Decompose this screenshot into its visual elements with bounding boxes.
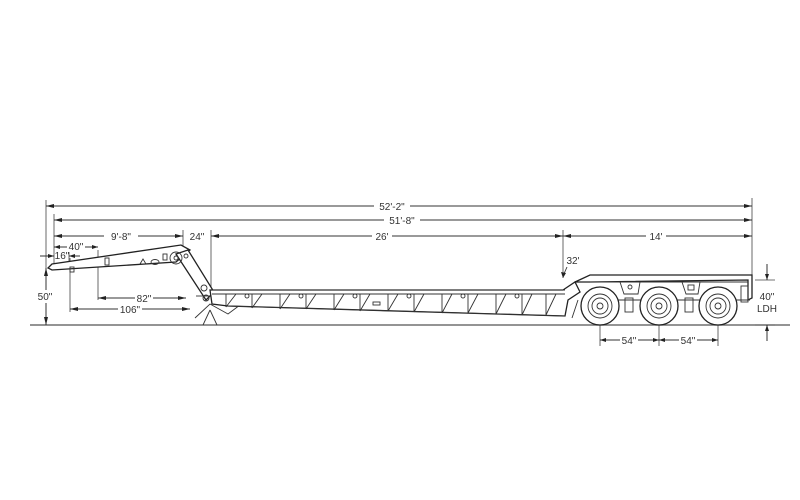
dim-kingpin-16: 16"	[40, 251, 80, 262]
cross-members	[225, 293, 557, 316]
label-swing-82: 82"	[137, 294, 152, 305]
label-ldh: LDH	[757, 304, 777, 315]
tie-down-rings	[244, 293, 520, 299]
dim-gooseneck-length: 9'-8"	[54, 229, 183, 243]
label-overall-length: 52'-2"	[379, 202, 405, 213]
label-well-length: 26'	[375, 232, 388, 243]
label-kingpin-16: 16"	[55, 251, 70, 262]
dim-loaded-deck-height: 40" LDH	[757, 264, 777, 341]
label-gooseneck-length: 9'-8"	[111, 232, 131, 243]
label-rear-deck-length: 14'	[649, 232, 662, 243]
dim-overall-length: 52'-2"	[46, 199, 752, 213]
label-kingpin-40: 40"	[69, 242, 84, 253]
label-axle-spacing-2: 54"	[681, 336, 696, 347]
dim-swing-106: 106"	[70, 302, 190, 316]
gooseneck	[46, 244, 241, 326]
dim-axle-spacing: 54" 54"	[600, 334, 718, 347]
dim-swing-82: 82"	[98, 291, 186, 305]
wheel-middle	[639, 286, 679, 326]
wheel-rear	[698, 286, 738, 326]
dim-deck-length: 51'-8"	[54, 213, 752, 227]
dim-fifth-wheel-height: 50"	[34, 268, 56, 325]
wheel-front	[580, 286, 620, 326]
label-fifth-wheel-height: 50"	[38, 292, 53, 303]
dim-well-length: 26'	[211, 229, 563, 243]
label-swing-106: 106"	[120, 305, 141, 316]
dim-gooseneck-gap: 24"	[190, 232, 205, 243]
well-deck	[209, 281, 581, 317]
dim-rear-step: 32'	[561, 256, 580, 278]
label-axle-spacing-1: 54"	[622, 336, 637, 347]
label-gooseneck-gap: 24"	[190, 232, 205, 243]
dim-rear-deck-length: 14'	[563, 229, 752, 243]
label-deck-length: 51'-8"	[389, 216, 415, 227]
dim-kingpin-40: 40"	[54, 240, 98, 253]
label-loaded-deck-height: 40"	[760, 292, 775, 303]
label-rear-step: 32'	[566, 256, 579, 267]
